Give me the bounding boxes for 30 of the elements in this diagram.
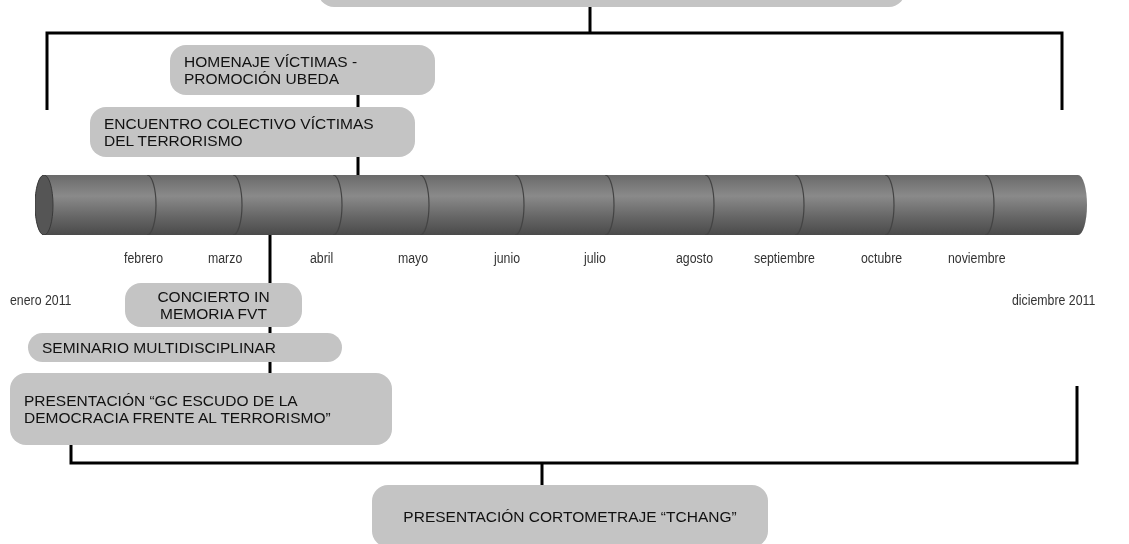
- event-text: PRESENTACIÓN CORTOMETRAJE “TCHANG”: [403, 507, 737, 525]
- connector-line: [356, 95, 360, 107]
- event-text: SEMINARIO MULTIDISCIPLINAR: [42, 339, 276, 356]
- connector-line: [268, 235, 272, 283]
- month-label: mayo: [398, 250, 429, 266]
- event-box: [170, 45, 435, 95]
- event-text: PRESENTACIÓN “GC ESCUDO DE LA DEMOCRACIA FRENTE AL TERRORISMO”: [24, 392, 332, 426]
- connector-line: [356, 157, 360, 175]
- month-label: septiembre: [754, 250, 815, 266]
- event-text: CONCIERTO IN MEMORIA FVT: [156, 288, 271, 322]
- event-box: [10, 373, 392, 445]
- timeline-cylinder: [35, 175, 1087, 235]
- event-box: [90, 107, 415, 157]
- event-text: ENCUENTRO COLECTIVO VÍCTIMAS DEL TERRORISMO: [104, 115, 375, 149]
- connector-line: [268, 327, 272, 333]
- month-label: enero 2011: [10, 292, 72, 308]
- month-label: junio: [494, 250, 521, 266]
- month-label: marzo: [208, 250, 243, 266]
- month-label: agosto: [676, 250, 713, 266]
- month-label: octubre: [861, 250, 903, 266]
- month-label: noviembre: [948, 250, 1006, 266]
- connector-line: [268, 362, 272, 373]
- event-box: [125, 283, 302, 327]
- event-box: [372, 485, 768, 544]
- month-label: febrero: [124, 250, 164, 266]
- month-label: julio: [584, 250, 606, 266]
- event-box: [28, 333, 342, 362]
- month-label: diciembre 2011: [1012, 292, 1096, 308]
- month-label: abril: [310, 250, 334, 266]
- event-text: HOMENAJE VÍCTIMAS - PROMOCIÓN UBEDA: [184, 53, 359, 87]
